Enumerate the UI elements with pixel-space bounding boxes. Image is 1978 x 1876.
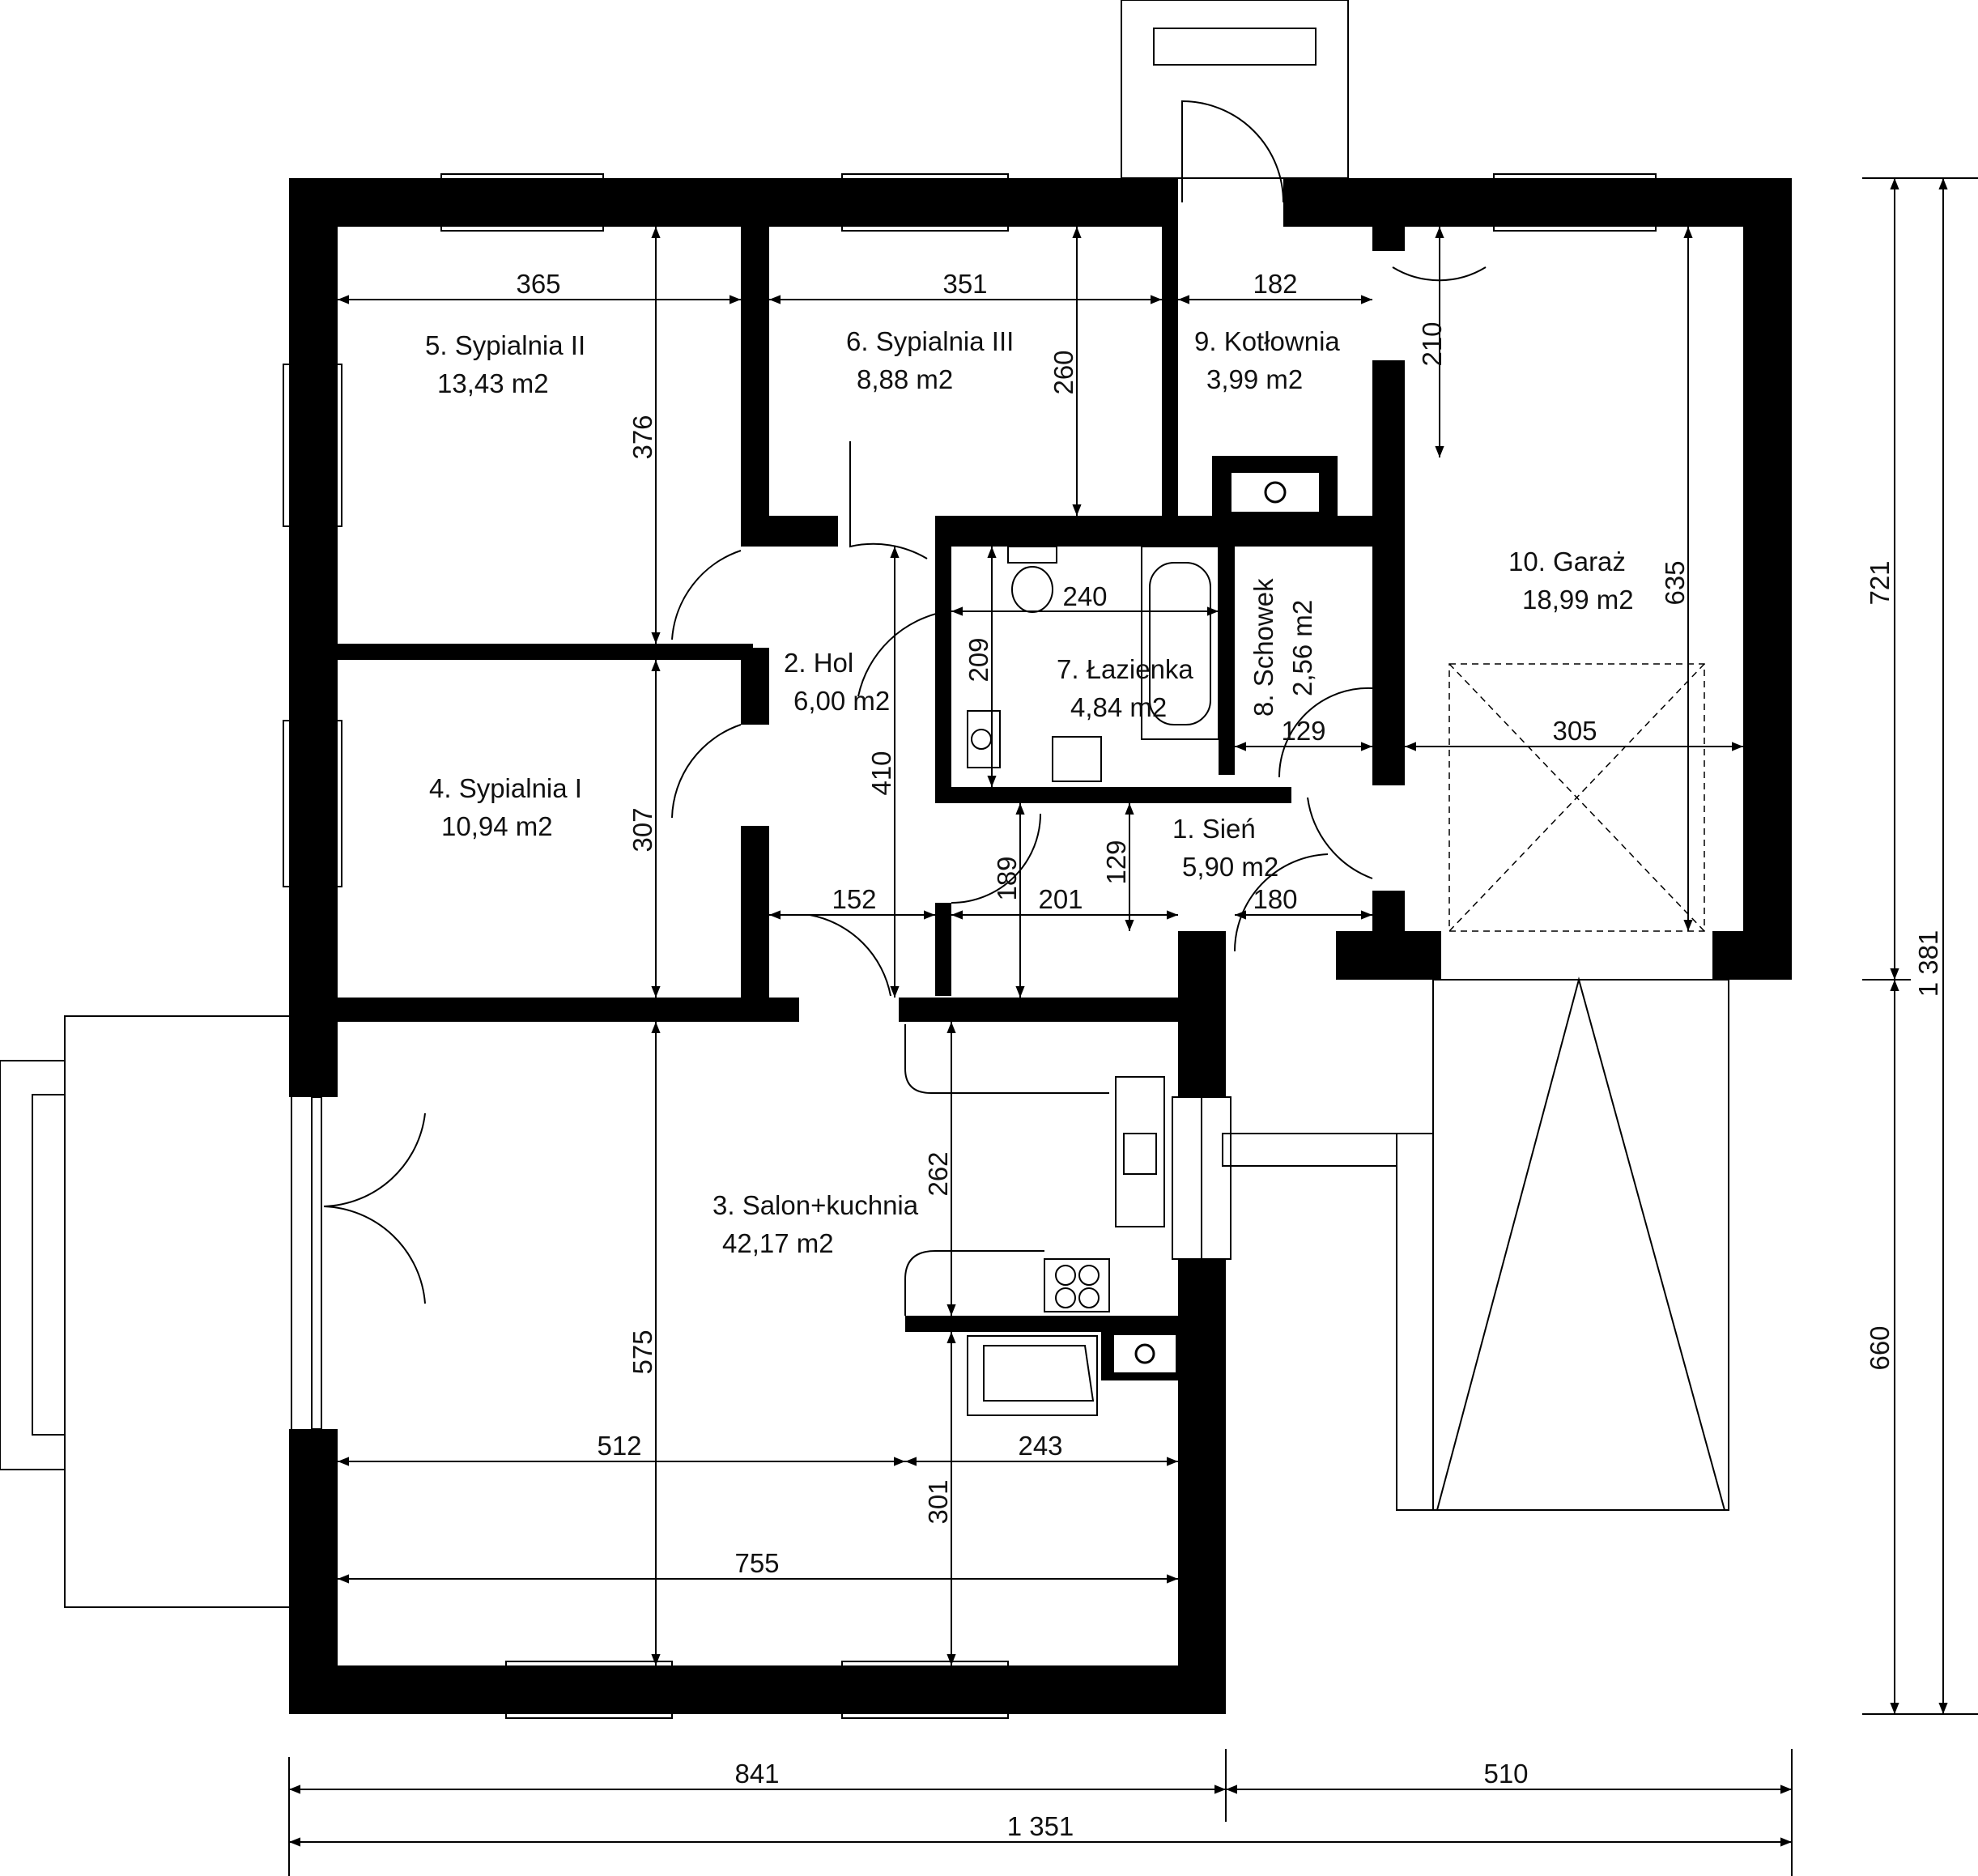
dim-152: 152 <box>832 884 876 914</box>
dim-365: 365 <box>516 269 560 299</box>
entrance-porch <box>1121 0 1349 179</box>
dim-1381: 1 381 <box>1913 930 1943 998</box>
room-7-name: 7. Łazienka <box>1057 654 1193 684</box>
room-6-name: 6. Sypialnia III <box>846 326 1014 356</box>
room-10-area: 18,99 m2 <box>1522 585 1634 615</box>
dim-755: 755 <box>734 1548 779 1578</box>
room-10-name: 10. Garaż <box>1508 547 1626 576</box>
dim-243: 243 <box>1018 1431 1062 1461</box>
dim-209: 209 <box>963 637 993 682</box>
room-9-area: 3,99 m2 <box>1206 364 1303 394</box>
dim-262: 262 <box>923 1151 953 1196</box>
room-3-area: 42,17 m2 <box>722 1228 834 1258</box>
dimension-labels: 365 351 182 210 376 260 240 209 635 305 … <box>516 269 1943 1841</box>
doors <box>323 100 1487 1304</box>
room-9-name: 9. Kotłownia <box>1194 326 1340 356</box>
room-2-area: 6,00 m2 <box>793 686 890 716</box>
dim-376: 376 <box>627 415 657 459</box>
dim-129-schowek: 129 <box>1281 716 1325 746</box>
dim-201: 201 <box>1038 884 1083 914</box>
windows <box>283 173 1657 1719</box>
dim-189: 189 <box>992 856 1022 900</box>
dim-575: 575 <box>627 1329 657 1374</box>
dim-351: 351 <box>942 269 987 299</box>
garage-car-outline <box>1448 663 1705 932</box>
driveway <box>1222 976 1729 1511</box>
walls <box>289 178 1792 1714</box>
room-3-name: 3. Salon+kuchnia <box>713 1190 919 1220</box>
dim-180: 180 <box>1253 884 1297 914</box>
chimney-icon <box>1112 471 1321 1374</box>
room-4-area: 10,94 m2 <box>441 811 553 841</box>
dim-635: 635 <box>1660 560 1690 605</box>
room-8-name: 8. Schowek <box>1248 578 1278 717</box>
dim-721: 721 <box>1865 560 1895 605</box>
room-6-area: 8,88 m2 <box>857 364 953 394</box>
room-5-area: 13,43 m2 <box>437 368 549 398</box>
room-8-area: 2,56 m2 <box>1287 600 1317 696</box>
dimension-lines <box>288 177 1978 1876</box>
room-labels: 5. Sypialnia II 13,43 m2 6. Sypialnia II… <box>425 326 1634 1258</box>
terrace <box>0 1015 292 1608</box>
dim-210: 210 <box>1417 321 1447 366</box>
dim-660: 660 <box>1865 1325 1895 1370</box>
dim-301: 301 <box>923 1479 953 1524</box>
dim-410: 410 <box>866 751 896 795</box>
dim-240: 240 <box>1062 581 1107 611</box>
dim-510: 510 <box>1483 1759 1528 1789</box>
room-1-area: 5,90 m2 <box>1182 852 1278 882</box>
room-7-area: 4,84 m2 <box>1070 692 1167 722</box>
dim-129-sien: 129 <box>1101 840 1131 884</box>
room-1-name: 1. Sień <box>1172 814 1256 844</box>
dim-512: 512 <box>597 1431 641 1461</box>
fixtures <box>904 546 1219 1416</box>
dim-305: 305 <box>1552 716 1597 746</box>
dim-260: 260 <box>1049 350 1078 394</box>
room-5-name: 5. Sypialnia II <box>425 330 585 360</box>
dim-307: 307 <box>627 807 657 852</box>
room-4-name: 4. Sypialnia I <box>429 773 582 803</box>
dim-841: 841 <box>734 1759 779 1789</box>
dim-182: 182 <box>1253 269 1297 299</box>
dim-1351: 1 351 <box>1007 1811 1074 1841</box>
room-2-name: 2. Hol <box>784 648 853 678</box>
